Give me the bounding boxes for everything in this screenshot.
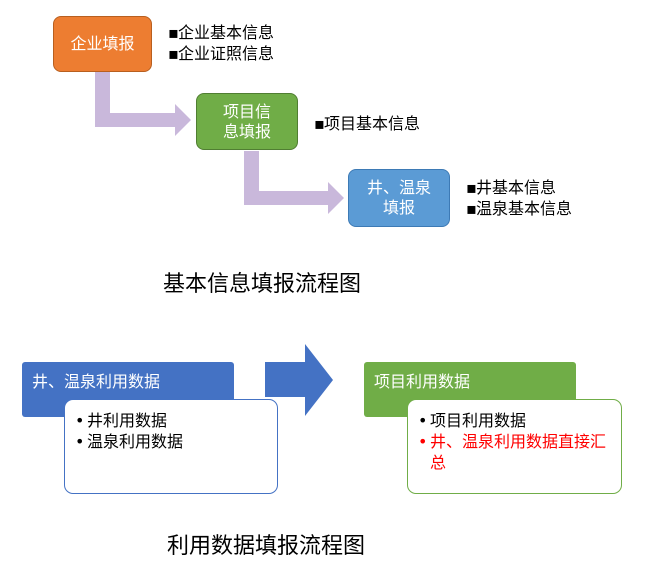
- square-bullet-icon: ▪: [466, 178, 477, 197]
- square-bullet-icon: ▪: [466, 199, 477, 218]
- well-hotspring-usage-panel: •井利用数据 •温泉利用数据: [64, 399, 278, 494]
- list-item: •项目利用数据: [418, 410, 611, 431]
- round-bullet-icon: •: [418, 411, 428, 430]
- bullet-text: 温泉基本信息: [476, 199, 573, 218]
- list-item-highlight: •井、温泉利用数据直接汇总: [418, 431, 611, 473]
- step1-bullets: ▪企业基本信息 ▪企业证照信息: [168, 22, 274, 64]
- list-item: •温泉利用数据: [75, 431, 267, 452]
- bullet-item: ▪企业证照信息: [168, 43, 274, 64]
- bullet-item: ▪井基本信息: [466, 177, 572, 198]
- round-bullet-icon: •: [418, 432, 428, 451]
- flow1-caption: 基本信息填报流程图: [163, 272, 362, 297]
- bullet-text: 企业基本信息: [178, 23, 275, 42]
- list-item-text: 井利用数据: [87, 411, 168, 430]
- bullet-item: ▪温泉基本信息: [466, 198, 572, 219]
- header-title: 项目利用数据: [374, 371, 471, 391]
- flow2-caption: 利用数据填报流程图: [167, 534, 366, 559]
- connector-2-arrow: [244, 151, 344, 214]
- project-usage-panel: •项目利用数据 •井、温泉利用数据直接汇总: [407, 399, 622, 494]
- bullet-item: ▪项目基本信息: [314, 113, 420, 134]
- bullet-item: ▪企业基本信息: [168, 22, 274, 43]
- round-bullet-icon: •: [75, 432, 85, 451]
- step1-company-fill-box: 企业填报: [53, 16, 152, 72]
- list-item-text: 项目利用数据: [430, 411, 527, 430]
- list-item: •井利用数据: [75, 410, 267, 431]
- round-bullet-icon: •: [75, 411, 85, 430]
- bullet-text: 企业证照信息: [178, 44, 275, 63]
- header-title: 井、温泉利用数据: [32, 371, 161, 391]
- step1-label: 企业填报: [70, 34, 135, 53]
- step2-bullets: ▪项目基本信息: [314, 113, 420, 134]
- step2-project-info-box: 项目信 息填报: [196, 93, 298, 150]
- step3-label: 井、温泉 填报: [366, 178, 431, 217]
- square-bullet-icon: ▪: [168, 44, 179, 63]
- step3-well-hotspring-box: 井、温泉 填报: [348, 169, 450, 227]
- square-bullet-icon: ▪: [168, 23, 179, 42]
- step3-bullets: ▪井基本信息 ▪温泉基本信息: [466, 177, 572, 219]
- bullet-text: 项目基本信息: [324, 114, 421, 133]
- square-bullet-icon: ▪: [314, 114, 325, 133]
- list-item-text: 井、温泉利用数据直接汇总: [430, 432, 607, 472]
- list-item-text: 温泉利用数据: [87, 432, 184, 451]
- connector-1-arrow: [95, 72, 191, 136]
- step2-label: 项目信 息填报: [222, 101, 271, 141]
- flow2-arrow: [265, 344, 333, 416]
- bullet-text: 井基本信息: [476, 178, 557, 197]
